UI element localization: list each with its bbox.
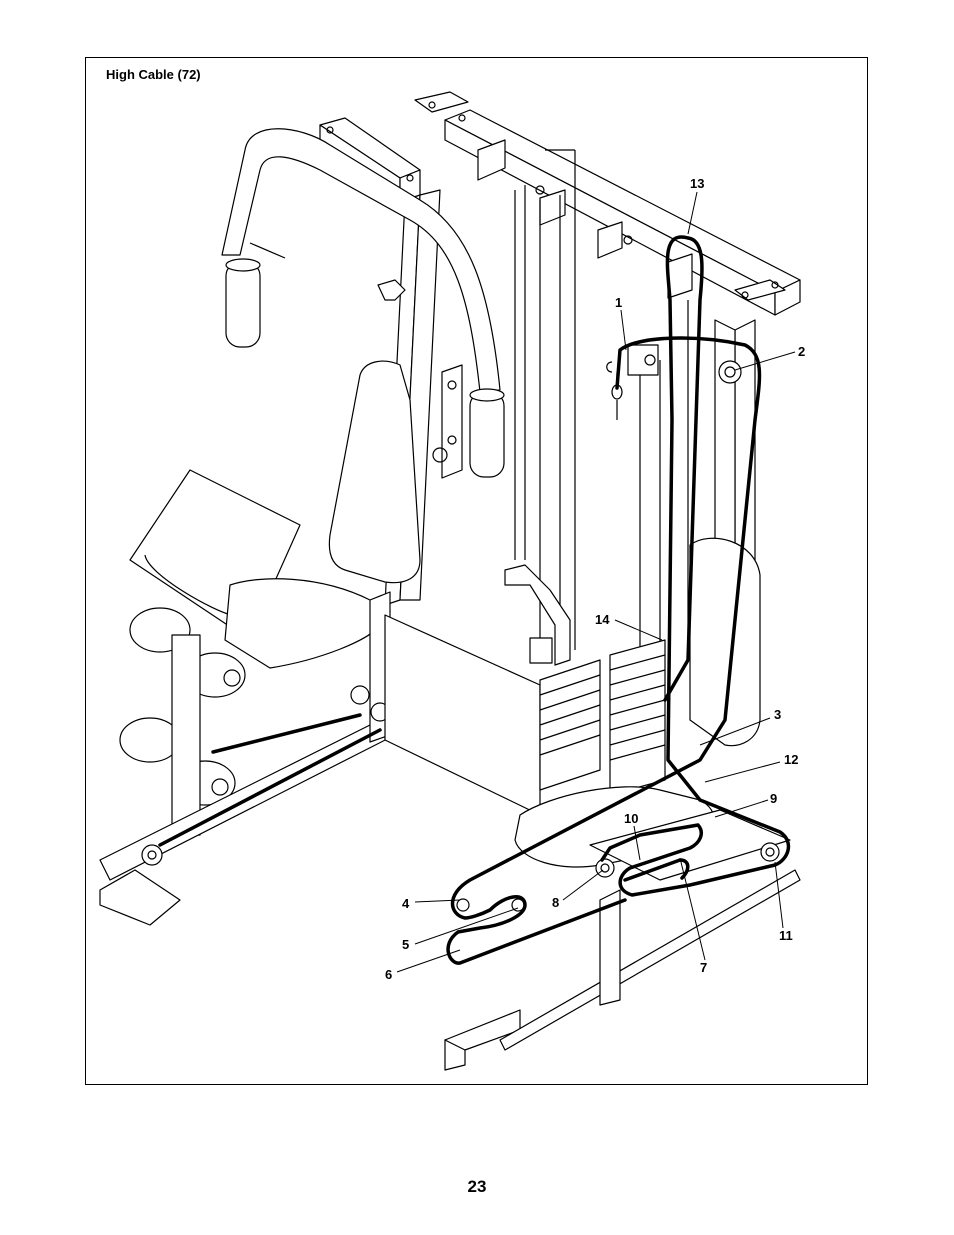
callout-4: 4	[402, 896, 410, 911]
callout-13: 13	[690, 176, 704, 191]
weight-shroud	[385, 615, 540, 815]
callout-6: 6	[385, 967, 392, 982]
callout-12: 12	[784, 752, 798, 767]
callout-8: 8	[552, 895, 559, 910]
page-number: 23	[0, 1177, 954, 1197]
backrest	[329, 361, 420, 583]
callout-3: 3	[774, 707, 781, 722]
callout-14: 14	[595, 612, 610, 627]
callout-7: 7	[700, 960, 707, 975]
callout-1: 1	[615, 295, 622, 310]
callout-2: 2	[798, 344, 805, 359]
callout-9: 9	[770, 791, 777, 806]
callout-11: 11	[779, 928, 793, 943]
callout-5: 5	[402, 937, 409, 952]
callout-10: 10	[624, 811, 638, 826]
